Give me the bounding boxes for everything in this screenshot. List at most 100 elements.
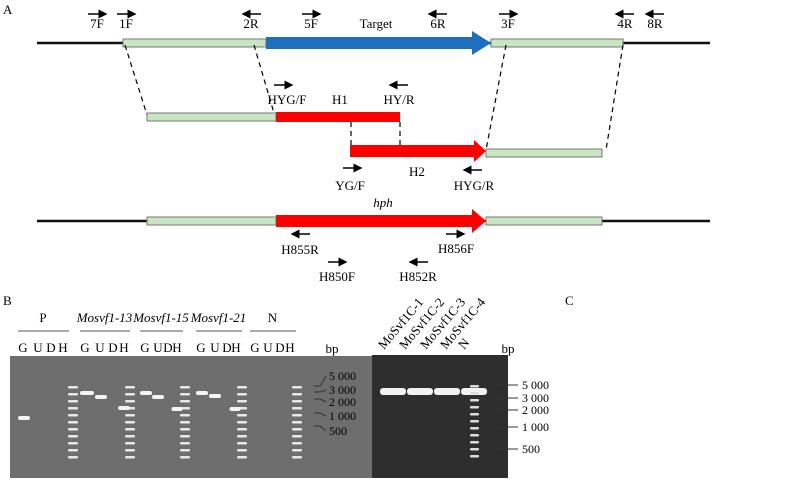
size-label: 3 000 bbox=[522, 391, 549, 405]
ladder-band bbox=[470, 413, 479, 416]
ladder-band bbox=[68, 456, 78, 459]
dna-band bbox=[461, 388, 487, 395]
ladder-band bbox=[237, 456, 247, 459]
group-label: Mosvf1-21 bbox=[190, 310, 247, 325]
h1-label: H1 bbox=[332, 92, 348, 107]
gel-c bbox=[372, 355, 508, 478]
ladder-band bbox=[125, 428, 135, 431]
lane-label: D bbox=[275, 340, 284, 355]
dna-band bbox=[171, 407, 183, 411]
ladder-band bbox=[125, 456, 135, 459]
size-tick bbox=[314, 412, 327, 417]
size-tick bbox=[314, 425, 327, 432]
dna-band bbox=[380, 388, 406, 395]
primer-label: 1F bbox=[119, 16, 133, 31]
ladder-band bbox=[68, 442, 78, 445]
dna-band bbox=[407, 388, 433, 395]
primer-label: 8R bbox=[647, 16, 663, 31]
left-flank bbox=[122, 38, 267, 48]
target-arrow bbox=[266, 31, 491, 55]
ladder-band bbox=[237, 449, 247, 452]
lane-label: U bbox=[95, 340, 105, 355]
lane-label: G bbox=[80, 340, 89, 355]
h2-label: H2 bbox=[409, 164, 425, 179]
dna-band bbox=[209, 394, 221, 398]
dna-band bbox=[80, 391, 94, 395]
ladder-band bbox=[470, 406, 479, 409]
ladder-band bbox=[68, 414, 78, 417]
lane-label: D bbox=[163, 340, 172, 355]
target-label: Target bbox=[360, 16, 393, 31]
ladder-band bbox=[125, 400, 135, 403]
ladder-band bbox=[125, 393, 135, 396]
dna-band bbox=[18, 416, 30, 420]
ladder-band bbox=[237, 386, 247, 389]
size-label: 500 bbox=[522, 442, 540, 456]
ladder-band bbox=[180, 393, 190, 396]
ladder-band bbox=[237, 414, 247, 417]
size-label: 1 000 bbox=[329, 409, 356, 423]
size-label: 3 000 bbox=[329, 383, 356, 397]
primer-label: 6R bbox=[430, 16, 446, 31]
ladder-band bbox=[68, 400, 78, 403]
dna-band bbox=[434, 388, 460, 395]
ladder-band bbox=[470, 441, 479, 444]
lane-label: U bbox=[263, 340, 273, 355]
ladder-band bbox=[180, 407, 190, 410]
ladder-band bbox=[68, 449, 78, 452]
ladder-band bbox=[68, 407, 78, 410]
bp-label: bp bbox=[326, 341, 339, 356]
panel-a: A Target 7F 1F 2R 5F 6R 3F 4R 8R bbox=[3, 2, 710, 284]
lane-label: H bbox=[172, 340, 181, 355]
ladder-band bbox=[292, 449, 302, 452]
right-flank bbox=[490, 38, 624, 48]
size-tick bbox=[314, 375, 327, 387]
dna-band bbox=[95, 395, 107, 399]
ladder-band bbox=[180, 414, 190, 417]
ladder-band bbox=[237, 421, 247, 424]
dna-band bbox=[196, 391, 208, 395]
ladder-band bbox=[125, 414, 135, 417]
h1-hph-fragment bbox=[276, 112, 400, 122]
ladder-band bbox=[470, 399, 479, 402]
ladder-band bbox=[470, 434, 479, 437]
panel-c-label: C bbox=[565, 293, 574, 308]
ladder-band bbox=[237, 442, 247, 445]
ladder-band bbox=[292, 407, 302, 410]
ladder-band bbox=[180, 421, 190, 424]
ladder-band bbox=[180, 449, 190, 452]
lane-label: D bbox=[46, 340, 55, 355]
lane-label: G bbox=[250, 340, 259, 355]
group-label: Mosvf1-13 bbox=[76, 310, 133, 325]
lane-label: D bbox=[222, 340, 231, 355]
size-label: 2 000 bbox=[522, 403, 549, 417]
dna-band bbox=[140, 391, 152, 395]
hph-arrow bbox=[276, 209, 486, 233]
size-tick bbox=[314, 389, 327, 393]
ladder-band bbox=[180, 435, 190, 438]
lane-label: U bbox=[33, 340, 43, 355]
ladder-band bbox=[292, 428, 302, 431]
size-label: 5 000 bbox=[329, 369, 356, 383]
ladder-band bbox=[180, 442, 190, 445]
ladder-band bbox=[237, 393, 247, 396]
group-label: P bbox=[39, 310, 46, 325]
h2-hph-arrow bbox=[350, 140, 486, 162]
ladder-band bbox=[292, 414, 302, 417]
ladder-band bbox=[125, 386, 135, 389]
primer-label: HY/R bbox=[383, 92, 414, 107]
primer-label: HYG/F bbox=[267, 92, 306, 107]
group-label: N bbox=[268, 310, 278, 325]
ladder-band bbox=[292, 435, 302, 438]
primer-label: H852R bbox=[399, 269, 437, 284]
ladder-band bbox=[68, 421, 78, 424]
ladder-band bbox=[68, 428, 78, 431]
h1-flank bbox=[146, 112, 277, 122]
homology-lines bbox=[124, 44, 624, 152]
lane-label: G bbox=[196, 340, 205, 355]
ladder-band bbox=[125, 442, 135, 445]
primer-label: 5F bbox=[304, 16, 318, 31]
mutant-right-flank bbox=[485, 216, 603, 226]
ladder-band bbox=[68, 386, 78, 389]
